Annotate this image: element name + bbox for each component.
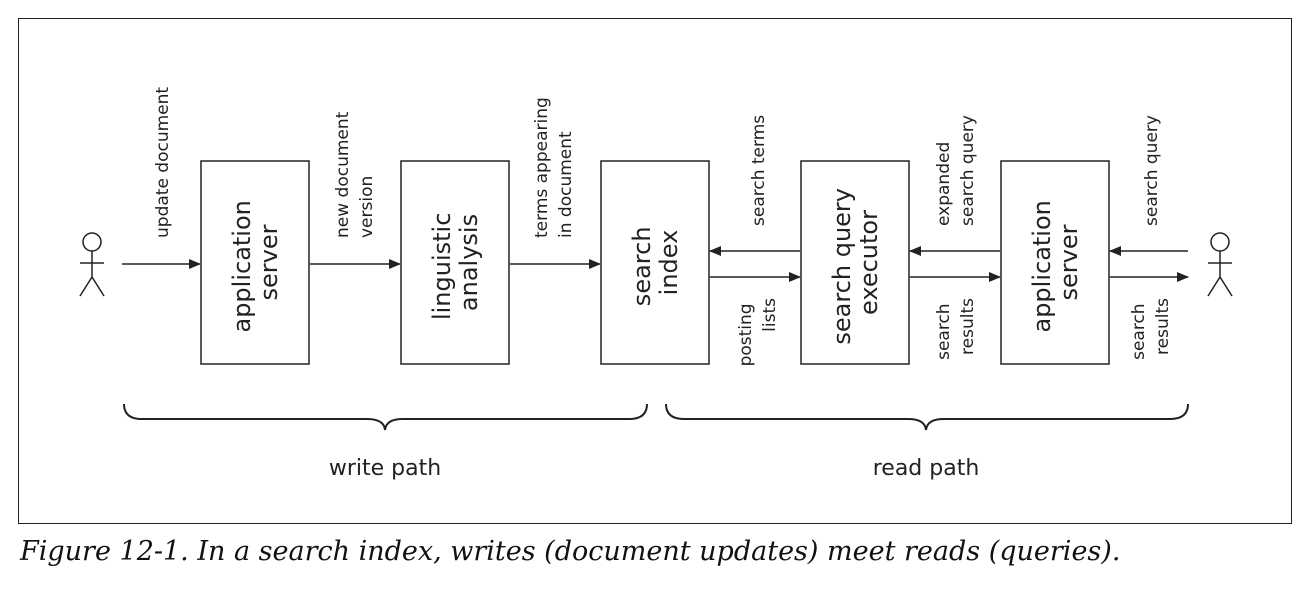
box-label-line: executor — [855, 210, 883, 315]
box-label-line: linguistic — [428, 213, 456, 320]
edge-label-search-results-right: search results — [1129, 298, 1173, 360]
read-path-brace — [665, 403, 1189, 431]
edge-label-terms-appearing: terms appearing in document — [532, 92, 576, 238]
box-label-line: index — [655, 230, 683, 296]
edge-label-search-query: search query — [1142, 115, 1162, 226]
box-label-line: search query — [828, 188, 856, 345]
box-label-line: server — [1055, 224, 1083, 300]
svg-text:application server: application server — [1028, 192, 1083, 332]
box-label-line: application — [1028, 200, 1056, 332]
box-search-query-executor: search query executor — [800, 160, 910, 365]
edge-label-new-document-version: new document version — [333, 106, 377, 238]
write-path-label: write path — [329, 456, 441, 481]
edge-label-posting-lists: posting lists — [736, 298, 780, 367]
read-path-label: read path — [873, 456, 980, 481]
box-label-line: analysis — [455, 214, 483, 311]
box-application-server-read: application server — [1000, 160, 1110, 365]
write-path-brace — [123, 403, 648, 431]
edge-label-search-results-mid: search results — [934, 298, 978, 360]
svg-text:search index: search index — [628, 219, 683, 306]
box-label-line: search — [628, 226, 656, 306]
box-label-line: server — [255, 224, 283, 300]
box-application-server-write: application server — [200, 160, 310, 365]
box-search-index: search index — [600, 160, 710, 365]
box-linguistic-analysis: linguistic analysis — [400, 160, 510, 365]
box-label-line: application — [228, 200, 256, 332]
svg-text:linguistic analysis: linguistic analysis — [428, 205, 483, 320]
svg-text:search query executor: search query executor — [828, 180, 883, 344]
edge-label-update-document: update document — [153, 87, 173, 238]
diagram-frame — [18, 18, 1292, 524]
edge-label-search-terms: search terms — [749, 115, 769, 226]
svg-text:application server: application server — [228, 192, 283, 332]
writer-user-icon — [79, 232, 105, 297]
reader-user-icon — [1207, 232, 1233, 297]
figure-caption: Figure 12-1. In a search index, writes (… — [20, 536, 1121, 567]
edge-label-expanded-search-query: expanded search query — [934, 115, 978, 226]
